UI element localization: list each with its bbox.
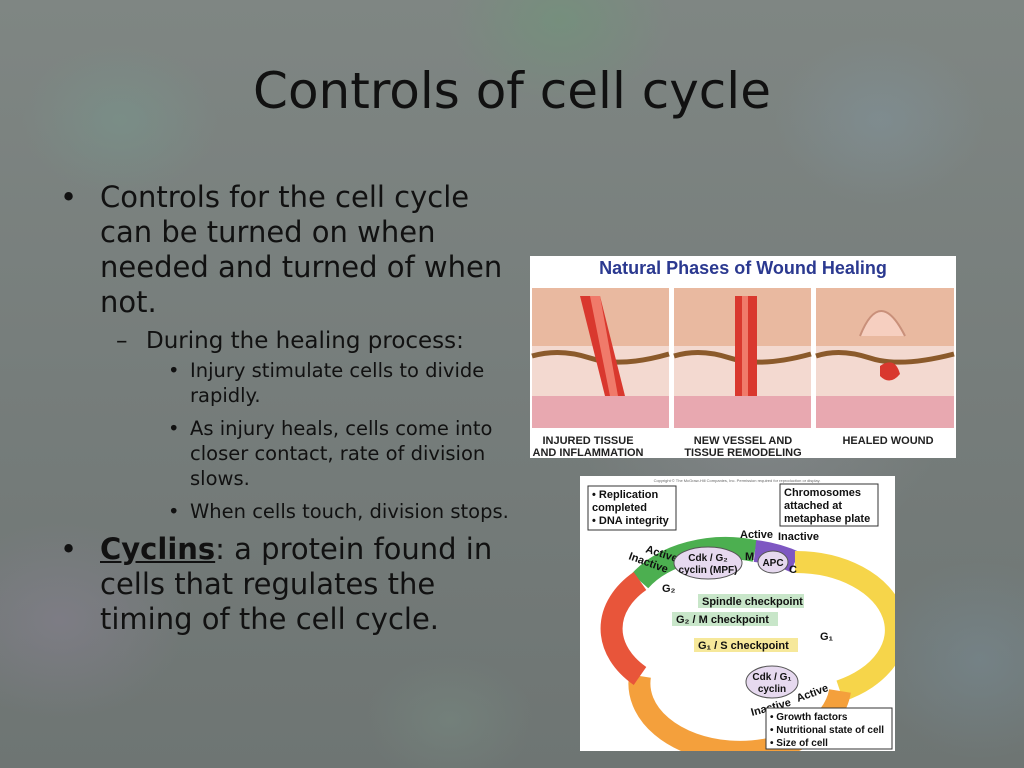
wound-healing-svg: Natural Phases of Wound Healing xyxy=(531,258,955,459)
box-left-line: • DNA integrity xyxy=(592,515,670,527)
subsub-item: • As injury heals, cells come into close… xyxy=(60,416,520,491)
slide-body: • Controls for the cell cycle can be tur… xyxy=(60,180,520,643)
subsub-item-text: When cells touch, division stops. xyxy=(190,500,509,523)
panel-injured xyxy=(531,288,670,428)
mpf-line1: Cdk / G₂ xyxy=(688,553,727,564)
bullet-dot: • xyxy=(168,359,180,382)
cell-cycle-figure: Copyright © The McGraw-Hill Companies, I… xyxy=(580,476,907,763)
phase-g2-label: G₂ xyxy=(662,583,676,595)
bullet-dot: • xyxy=(60,180,78,214)
wound-healing-figure: Natural Phases of Wound Healing xyxy=(530,256,956,459)
bullet-dot: • xyxy=(168,417,180,440)
active-bottom-label: Active xyxy=(795,682,830,705)
mpf-line2: cyclin (MPF) xyxy=(679,565,738,576)
box-bottom-line: • Growth factors xyxy=(770,712,848,723)
subsub-item: • Injury stimulate cells to divide rapid… xyxy=(60,358,520,408)
subsub-item-text: Injury stimulate cells to divide rapidly… xyxy=(190,359,485,407)
bullet-controls: • Controls for the cell cycle can be tur… xyxy=(60,180,520,320)
figure-copyright: Copyright © The McGraw-Hill Companies, I… xyxy=(654,478,821,483)
panel1-label-line2: AND INFLAMMATION xyxy=(533,447,644,458)
checkpoint-box-g1 xyxy=(765,707,893,750)
panel1-label-line1: INJURED TISSUE xyxy=(542,435,633,447)
cyclins-term: Cyclins xyxy=(100,532,216,566)
box-right-line: attached at xyxy=(784,500,842,512)
cdk-g1-line1: Cdk / G₁ xyxy=(752,672,791,683)
cyclins-colon: : xyxy=(215,532,225,566)
subbullet-healing: – During the healing process: xyxy=(60,326,520,356)
phase-c-label: C xyxy=(789,564,797,576)
panel2-label-line1: NEW VESSEL AND xyxy=(694,435,792,447)
spindle-checkpoint-strip xyxy=(698,594,804,608)
panel-healed xyxy=(815,288,955,428)
phase-g1-label: G₁ xyxy=(820,631,834,643)
subsub-item-text: As injury heals, cells come into closer … xyxy=(190,417,493,490)
box-left-line: completed xyxy=(592,502,647,514)
wound-heading: Natural Phases of Wound Healing xyxy=(599,258,887,278)
phase-s-label: S xyxy=(684,665,691,677)
g1s-checkpoint-label: G₁ / S checkpoint xyxy=(698,640,789,652)
active-top-label: Active xyxy=(740,529,773,541)
bullet-cyclins: • Cyclins: a protein found in cells that… xyxy=(60,532,520,637)
bullet-dot: • xyxy=(168,500,180,523)
checkpoint-box-m xyxy=(779,483,879,527)
box-right-line: metaphase plate xyxy=(784,513,870,525)
cyclins-definition: a protein found in cells that regulates … xyxy=(100,532,493,636)
dash-marker: – xyxy=(116,328,128,354)
g2m-checkpoint-label: G₂ / M checkpoint xyxy=(676,614,769,626)
inactive-top-label: Inactive xyxy=(778,531,819,543)
apc-ellipse xyxy=(757,550,789,574)
subsub-item: • When cells touch, division stops. xyxy=(60,499,520,524)
cdk-g1-line2: cyclin xyxy=(758,684,786,695)
box-bottom-line: • Nutritional state of cell xyxy=(770,725,884,736)
panel2-label-line2: TISSUE REMODELING xyxy=(684,447,801,458)
box-left-line: • Replication xyxy=(592,489,658,501)
cdk-g1-ellipse xyxy=(745,665,799,699)
spindle-checkpoint-label: Spindle checkpoint xyxy=(702,596,803,608)
mpf-ellipse xyxy=(673,546,743,580)
checkpoint-box-g2 xyxy=(587,485,677,531)
bullet-dot: • xyxy=(60,532,78,566)
bullet-controls-text: Controls for the cell cycle can be turne… xyxy=(100,180,503,319)
g2m-checkpoint-strip xyxy=(672,612,778,626)
panel3-label: HEALED WOUND xyxy=(842,435,933,447)
box-right-line: Chromosomes xyxy=(784,487,861,499)
phase-m-label: M xyxy=(745,551,754,563)
g1s-checkpoint-strip xyxy=(694,638,798,652)
panel-remodeling xyxy=(673,288,812,428)
box-bottom-line: • Size of cell xyxy=(770,738,828,749)
apc-label: APC xyxy=(762,558,783,569)
cell-cycle-svg: Copyright © The McGraw-Hill Companies, I… xyxy=(587,478,907,763)
subbullet-healing-text: During the healing process: xyxy=(146,328,464,354)
slide-title: Controls of cell cycle xyxy=(253,62,771,120)
